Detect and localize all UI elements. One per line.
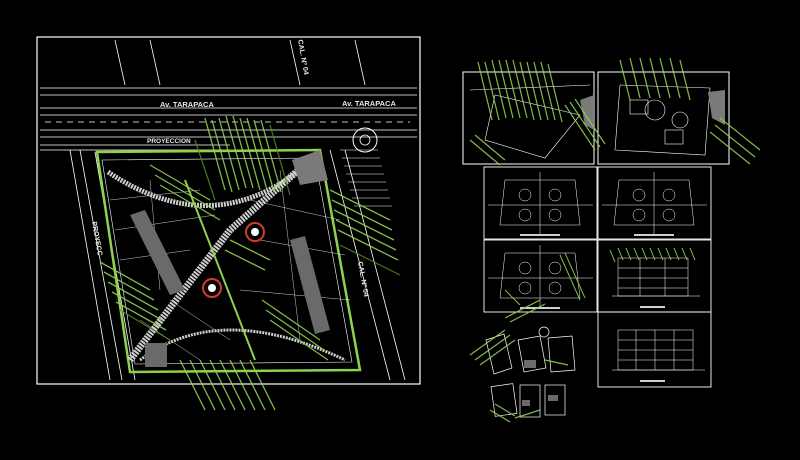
vegetation-site (99, 115, 399, 411)
street-label-av-tarapaca: Av. TARAPACA (160, 100, 214, 109)
top-streets (40, 39, 417, 151)
vegetation-dark (119, 124, 401, 341)
roundabout-icon (352, 127, 378, 153)
parking-hatch (340, 149, 392, 207)
block-inner (101, 157, 353, 365)
terrain-patch (292, 150, 328, 185)
right-street (329, 149, 406, 381)
block-outline (95, 148, 362, 374)
floor-plan-frame-3 (483, 239, 598, 313)
street-label-proyeccion-top: PROYECCION (147, 138, 191, 145)
building-strips (130, 210, 330, 367)
street-label-av-tarapaca-right: Av. TARAPACA (342, 99, 396, 108)
detail-thumbnails (469, 299, 576, 423)
elevation-frame-2 (597, 311, 712, 388)
floor-plan-frame-1 (483, 166, 598, 240)
site-plan-frame (36, 36, 421, 385)
floor-plan-frame-2 (597, 166, 712, 240)
plazas (202, 222, 265, 298)
detail-sheet-top (462, 57, 761, 166)
site-plan-sheet: Av. TARAPACA Av. TARAPACA PROYECCION PRO… (36, 36, 421, 411)
floor-plans-sheet (483, 166, 712, 388)
